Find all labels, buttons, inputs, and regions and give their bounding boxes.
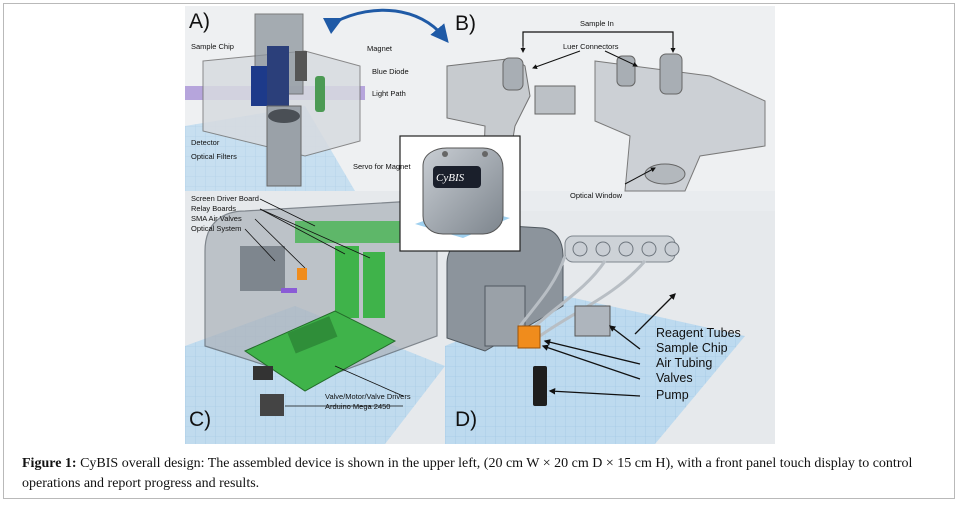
label-optical-system: Optical System <box>191 224 242 233</box>
label-optical-window: Optical Window <box>570 191 623 200</box>
panel-c-letter: C) <box>189 408 212 431</box>
label-servo: Servo for Magnet <box>353 162 411 171</box>
inset-logo-text: CyBIS <box>436 172 465 184</box>
label-sample-in: Sample In <box>580 19 614 28</box>
label-light-path: Light Path <box>372 89 406 98</box>
label-sample-chip-d: Sample Chip <box>656 341 728 355</box>
label-magnet: Magnet <box>367 44 393 53</box>
figure-frame <box>3 3 955 499</box>
label-sample-chip-a: Sample Chip <box>191 42 234 51</box>
label-luer-connectors: Luer Connectors <box>563 42 619 51</box>
label-screen-driver-board: Screen Driver Board <box>191 194 259 203</box>
label-blue-diode: Blue Diode <box>372 67 409 76</box>
figure-image: CyBIS A) B) C) D) Sample Chip Magnet Blu… <box>185 6 775 444</box>
panel-a-letter: A) <box>189 10 210 33</box>
panel-d-letter: D) <box>455 408 478 431</box>
label-valve-motor-drivers: Valve/Motor/Valve Drivers <box>325 392 411 401</box>
label-sma-air-valves: SMA Air Valves <box>191 214 242 223</box>
label-relay-boards: Relay Boards <box>191 204 237 213</box>
caption-text: CyBIS overall design: The assembled devi… <box>22 456 913 491</box>
label-optical-filters: Optical Filters <box>191 152 237 161</box>
label-air-tubing: Air Tubing <box>656 356 713 370</box>
label-reagent-tubes: Reagent Tubes <box>656 326 741 340</box>
label-valves: Valves <box>656 371 693 385</box>
caption-label: Figure 1: <box>22 456 77 471</box>
curved-arrow-icon <box>322 8 449 43</box>
panel-b-drawing <box>446 6 775 192</box>
label-pump: Pump <box>656 388 689 402</box>
panel-c-drawing <box>185 191 445 444</box>
inset-device-photo: CyBIS <box>399 135 521 252</box>
panel-b-letter: B) <box>455 12 476 35</box>
label-arduino: Arduino Mega 2450 <box>325 402 391 411</box>
figure-caption: Figure 1: CyBIS overall design: The asse… <box>22 454 942 494</box>
label-detector: Detector <box>191 138 220 147</box>
